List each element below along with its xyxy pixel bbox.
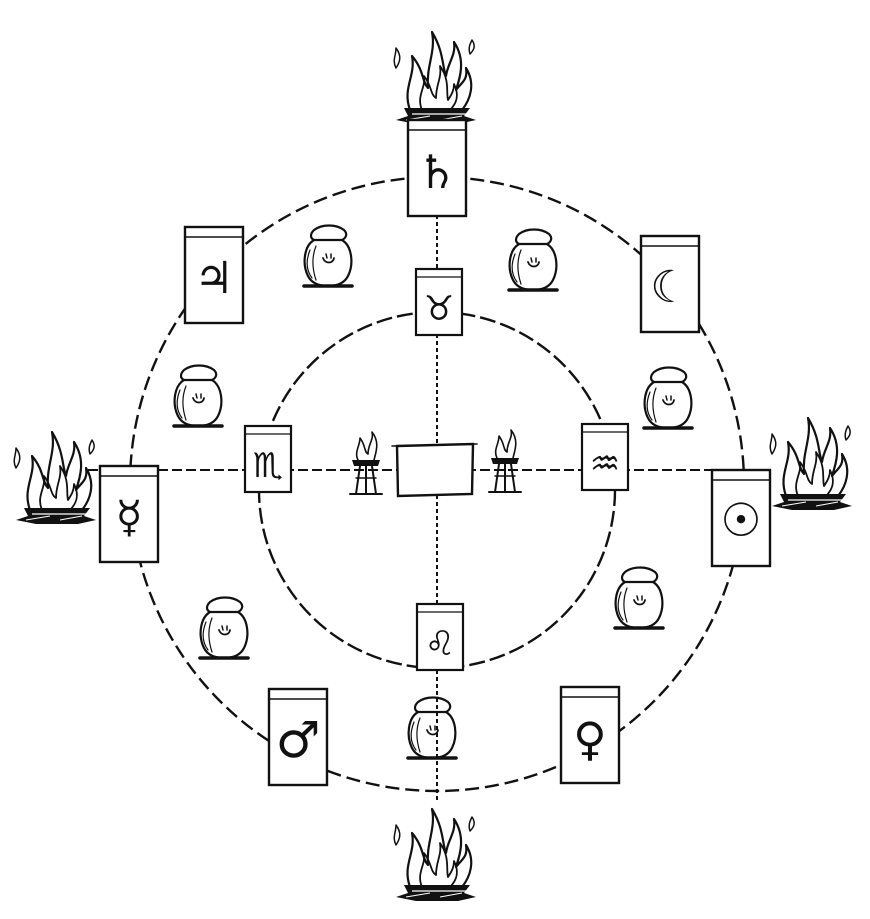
taurus-symbol: ♉ <box>424 289 454 329</box>
sun-symbol: ☉ <box>720 493 761 547</box>
bonfire-icon <box>769 416 854 512</box>
scorpio-symbol: ♏ <box>253 446 283 486</box>
altar-icon <box>391 442 478 498</box>
brazier-icon <box>349 431 383 495</box>
pillar-venus: ♀ <box>559 685 621 785</box>
pillar-taurus: ♉ <box>414 267 464 337</box>
bonfire-icon <box>393 30 478 126</box>
jupiter-symbol: ♃ <box>194 253 233 304</box>
mars-symbol: ♂ <box>276 711 321 769</box>
leo-symbol: ♌ <box>425 624 455 664</box>
brazier-icon <box>488 429 522 493</box>
urn-icon <box>507 227 559 292</box>
aquarius-symbol: ♒ <box>590 444 620 484</box>
pillar-mars: ♂ <box>267 687 329 787</box>
pillar-aquarius: ♒ <box>580 422 630 492</box>
saturn-symbol: ♄ <box>416 145 457 199</box>
urn-icon <box>406 695 458 760</box>
urn-icon <box>302 223 354 288</box>
pillar-leo: ♌ <box>415 602 465 672</box>
pillar-scorpio: ♏ <box>243 424 293 494</box>
pillar-jupiter: ♃ <box>183 225 245 325</box>
mercury-symbol: ☿ <box>115 492 142 543</box>
pillar-mercury: ☿ <box>98 464 160 564</box>
bonfire-icon <box>13 430 98 526</box>
pillar-saturn: ♄ <box>406 118 468 218</box>
moon-symbol: ☾ <box>650 262 689 313</box>
pillar-moon: ☾ <box>639 234 701 334</box>
pillar-sun: ☉ <box>710 468 772 568</box>
urn-icon <box>642 365 694 430</box>
urn-icon <box>172 363 224 428</box>
urn-icon <box>198 595 250 660</box>
venus-symbol: ♀ <box>573 712 607 766</box>
urn-icon <box>613 565 665 630</box>
bonfire-icon <box>393 807 478 903</box>
